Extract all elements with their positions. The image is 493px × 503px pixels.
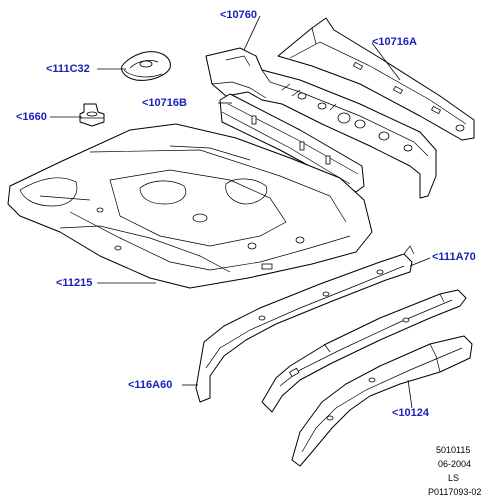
part-10716a-crossmember[interactable] [277, 17, 475, 141]
footer-ref: P0117093-02 [428, 487, 482, 497]
part-111c32-cap[interactable] [121, 51, 171, 81]
part-10124-rail[interactable] [291, 335, 473, 467]
part-111a70-rail[interactable] [261, 289, 467, 413]
part-1660-plug[interactable] [79, 103, 105, 127]
part-10716b-crossmember[interactable] [219, 93, 365, 193]
part-116a60-rail[interactable] [195, 245, 415, 403]
part-11215-floorpan[interactable] [7, 123, 373, 289]
footer-code: 5010115 [436, 445, 471, 455]
callout-10716a[interactable]: <10716A [372, 36, 417, 48]
footer-ls: LS [448, 473, 460, 483]
callout-10760[interactable]: <10760 [220, 9, 258, 21]
footer-date: 06-2004 [438, 459, 472, 469]
callout-11215[interactable]: <11215 [56, 277, 93, 289]
part-10760-panel[interactable] [205, 47, 437, 199]
callout-10124[interactable]: <10124 [392, 407, 430, 419]
callout-1660[interactable]: <1660 [16, 111, 47, 123]
callout-10716b[interactable]: <10716B [142, 97, 187, 109]
leader-lines [50, 15, 431, 409]
callout-116a60[interactable]: <116A60 [128, 379, 173, 391]
callout-111c32[interactable]: <111C32 [46, 63, 90, 75]
callout-111a70[interactable]: <111A70 [432, 251, 476, 263]
